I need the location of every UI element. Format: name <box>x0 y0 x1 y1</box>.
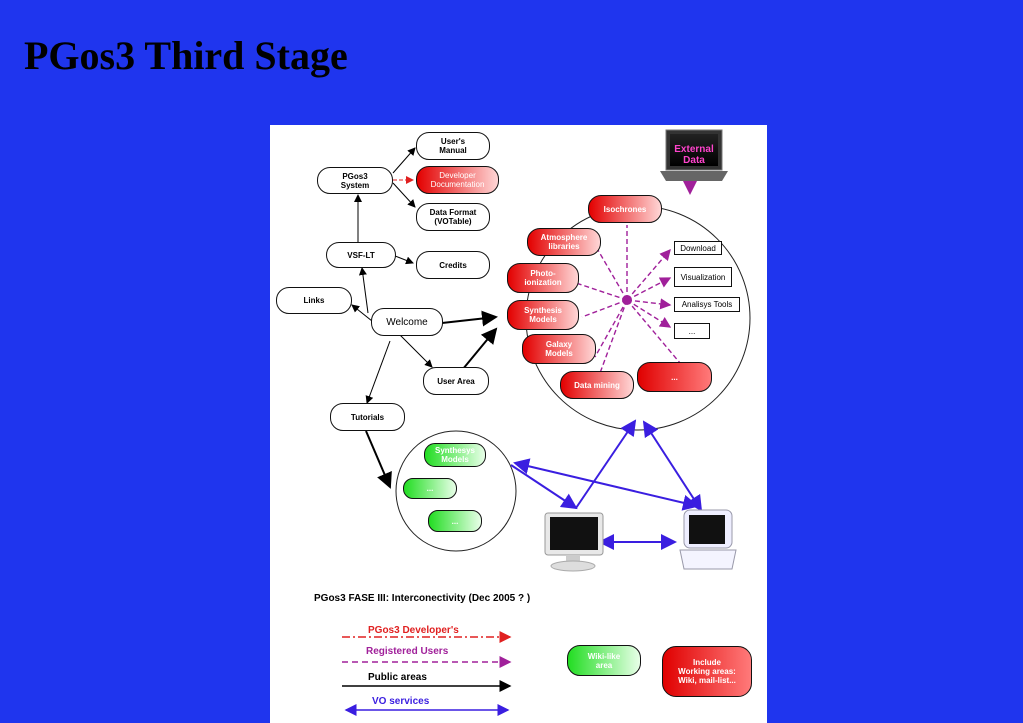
welcome-node[interactable]: Welcome <box>371 308 443 336</box>
users-manual-node[interactable]: User's Manual <box>416 132 490 160</box>
legend-registered-users: Registered Users <box>366 646 449 657</box>
page-title: PGos3 Third Stage <box>24 33 348 78</box>
links-node[interactable]: Links <box>276 287 352 314</box>
pgos3-system-node[interactable]: PGos3 System <box>317 167 393 194</box>
diagram-connectors <box>342 129 751 716</box>
legend-include-working-areas: Include Working areas: Wiki, mail-list..… <box>662 646 752 697</box>
laptop-icon <box>660 129 728 181</box>
more-services-node[interactable]: ... <box>637 362 712 392</box>
tutorials-node[interactable]: Tutorials <box>330 403 405 431</box>
synthesis-models-node[interactable]: Synthesis Models <box>507 300 579 330</box>
imac-icon <box>544 512 604 572</box>
synthesys-models-wiki-node[interactable]: Synthesys Models <box>424 443 486 467</box>
external-data-label: External Data <box>674 144 714 166</box>
developer-documentation-node[interactable]: Developer Documentation <box>416 166 499 194</box>
legend-vo-services: VO services <box>372 696 430 707</box>
diagram-panel: User's Manual Developer Documentation Da… <box>270 125 767 723</box>
wiki-item-node-1[interactable]: ... <box>403 478 457 499</box>
isochrones-node[interactable]: Isochrones <box>588 195 662 223</box>
vsf-lt-node[interactable]: VSF-LT <box>326 242 396 268</box>
download-box[interactable]: Download <box>674 241 722 255</box>
legend-wiki-like-area: Wiki-like area <box>567 645 641 676</box>
credits-node[interactable]: Credits <box>416 251 490 279</box>
data-mining-node[interactable]: Data mining <box>560 371 634 399</box>
legend-developers: PGos3 Developer's <box>368 625 459 636</box>
analysis-tools-box[interactable]: Analisys Tools <box>674 297 740 312</box>
ibook-icon <box>679 509 737 570</box>
more-tools-box[interactable]: ... <box>674 323 710 339</box>
atmosphere-libraries-node[interactable]: Atmosphere libraries <box>527 228 601 256</box>
photoionization-node[interactable]: Photo- ionization <box>507 263 579 293</box>
visualization-box[interactable]: Visualization <box>674 267 732 287</box>
diagram-caption: PGos3 FASE III: Interconectivity (Dec 20… <box>314 593 531 604</box>
data-format-node[interactable]: Data Format (VOTable) <box>416 203 490 231</box>
galaxy-models-node[interactable]: Galaxy Models <box>522 334 596 364</box>
legend-public-areas: Public areas <box>368 672 427 683</box>
wiki-item-node-2[interactable]: ... <box>428 510 482 532</box>
user-area-node[interactable]: User Area <box>423 367 489 395</box>
